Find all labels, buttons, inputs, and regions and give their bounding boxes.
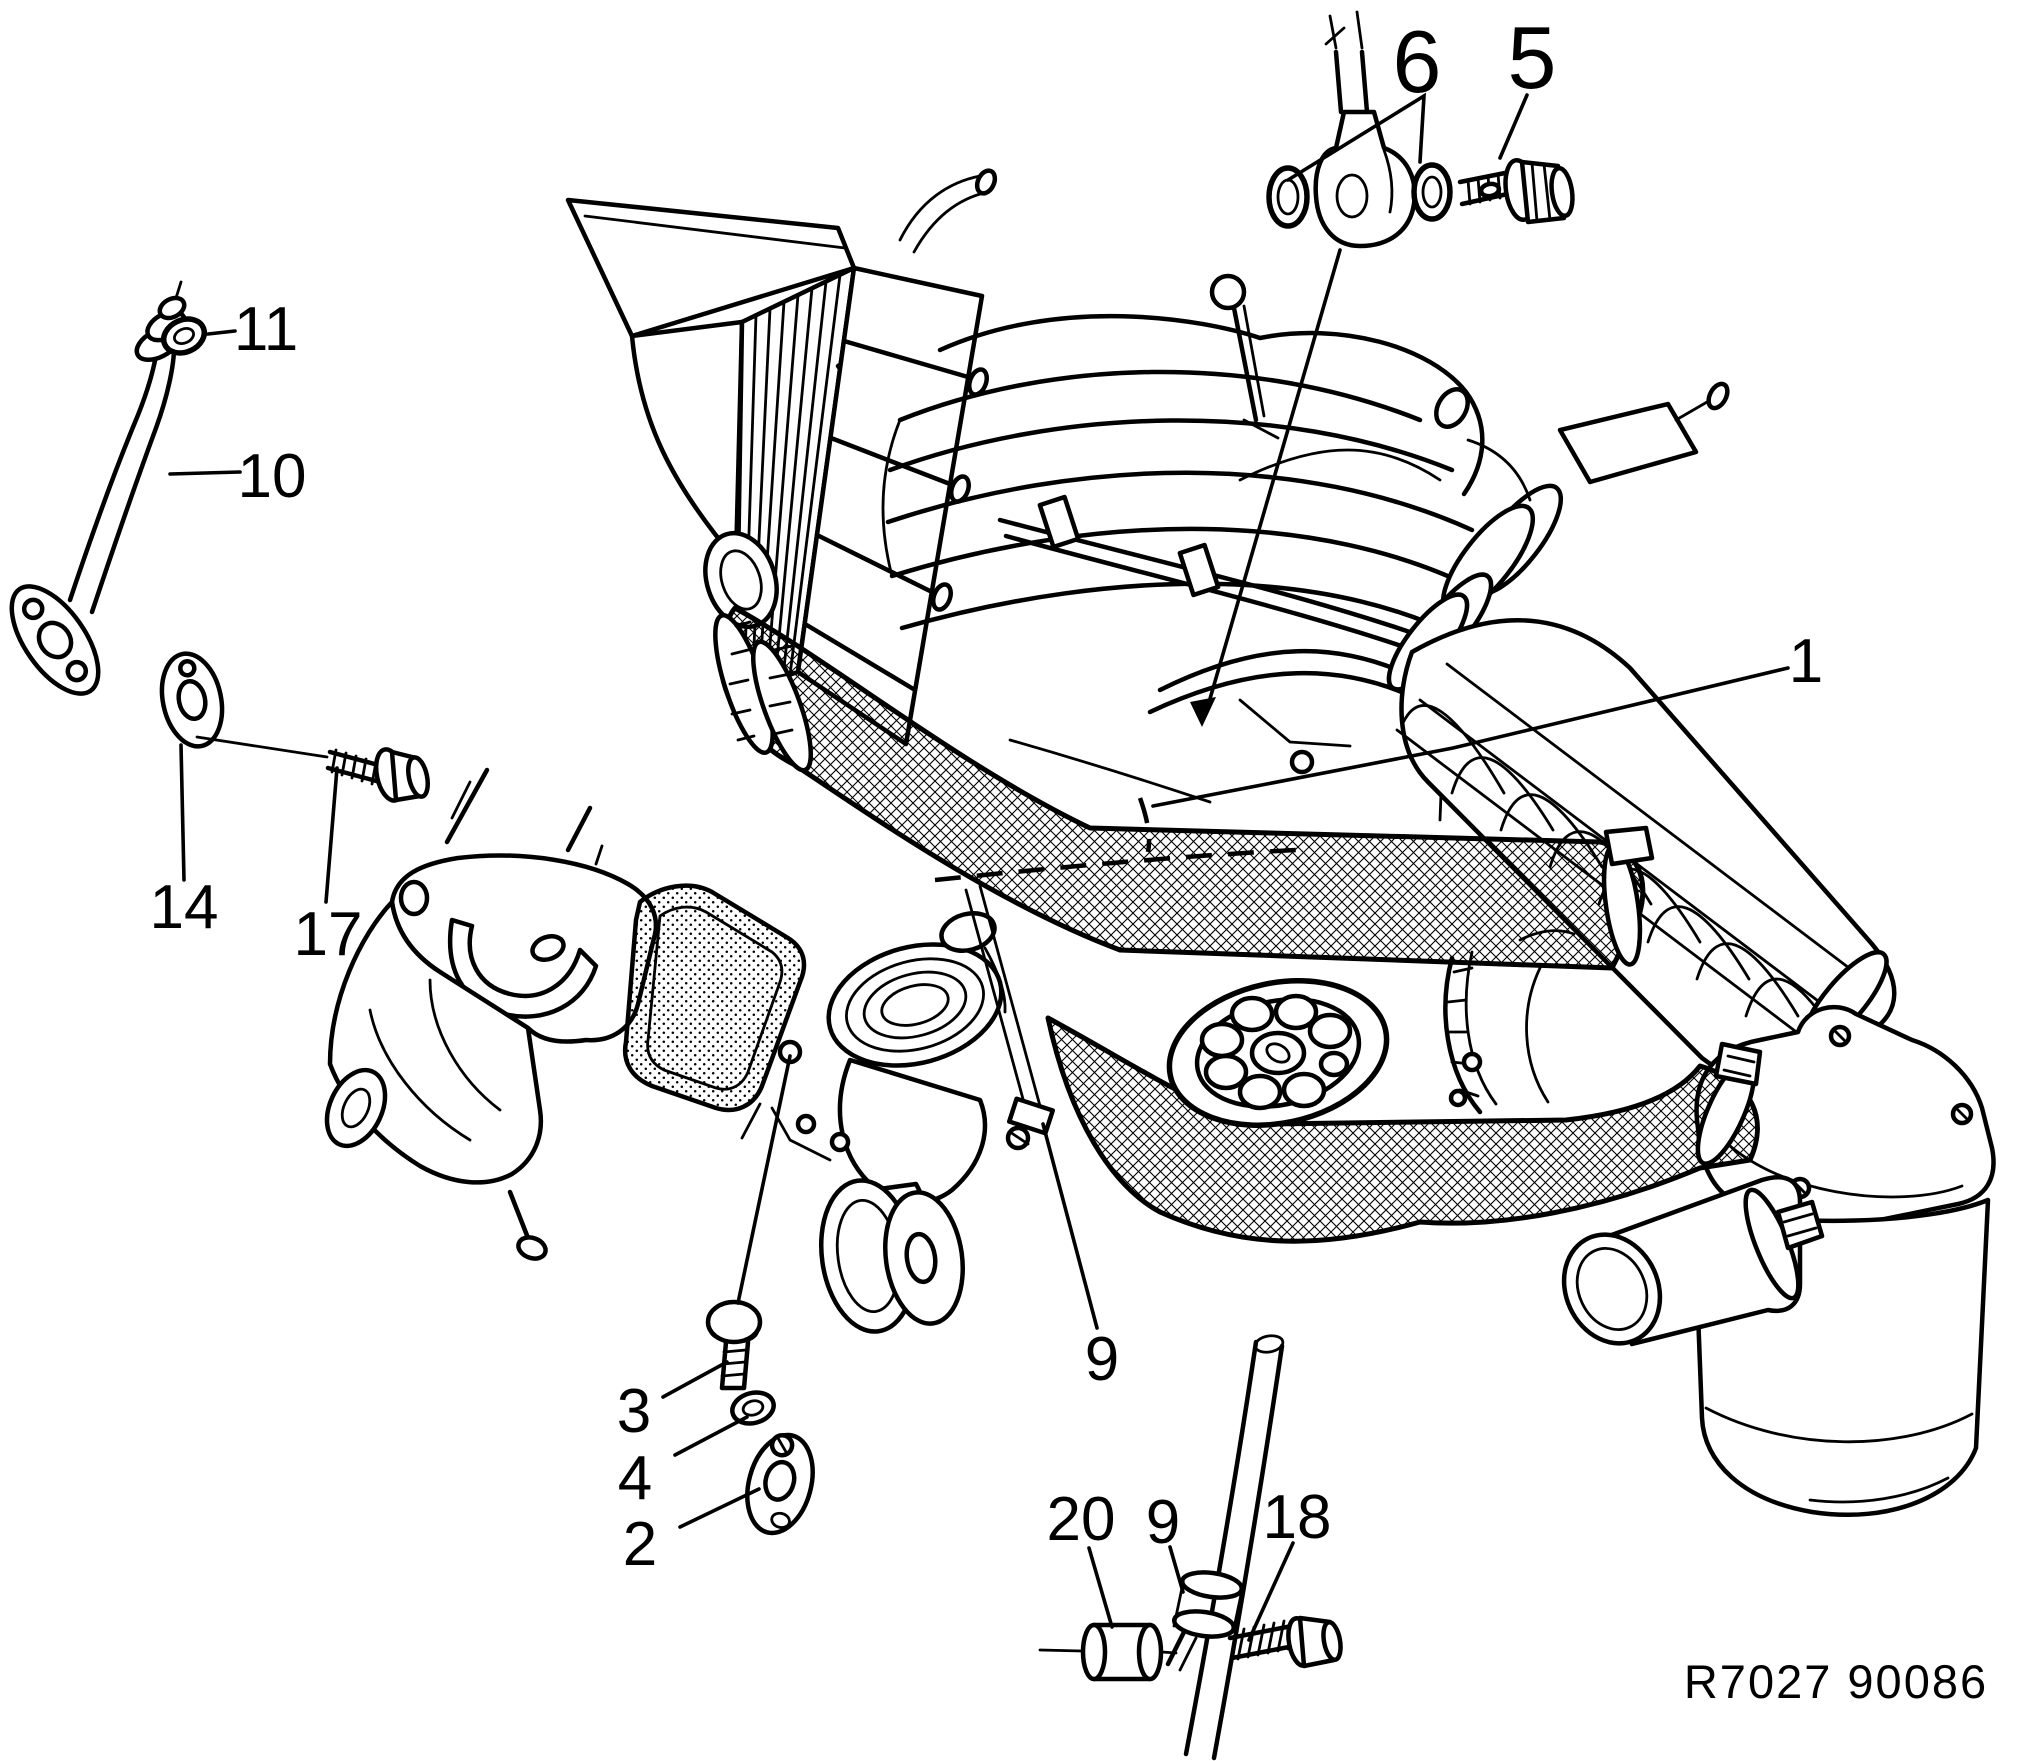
callout-4: 4 (618, 1444, 652, 1513)
callout-1: 1 (1789, 627, 1823, 696)
leader-9-bottom (1168, 1545, 1185, 1594)
gasket-part14 (159, 651, 225, 749)
leader-6-install (1203, 248, 1342, 718)
spark-plug-ladder (795, 168, 998, 747)
callout-14: 14 (150, 873, 219, 942)
flywheel (1166, 978, 1390, 1128)
bolt-part3 (705, 1299, 763, 1391)
callout-10: 10 (238, 442, 307, 511)
spacer-part20 (1038, 1622, 1178, 1682)
leader-6-arrowhead (1190, 697, 1216, 727)
callout-labels: 6 5 11 10 14 17 1 9 3 4 2 20 9 18 (150, 8, 1824, 1579)
pipe-clip-part9 (1165, 1570, 1245, 1672)
banjo-washer-left (1266, 165, 1310, 229)
callout-17: 17 (294, 900, 363, 969)
intercooler-hose-lower (1045, 1015, 1763, 1244)
turbocharger (622, 883, 1007, 1334)
air-cleaner-outlet-tube (1561, 1175, 1825, 1347)
callout-9-mid: 9 (1085, 1325, 1119, 1394)
fuel-injector (1037, 494, 1221, 598)
callout-9-bottom: 9 (1146, 1488, 1180, 1557)
leader-14 (179, 743, 186, 882)
callout-3: 3 (617, 1377, 651, 1446)
bolt-part18 (1227, 1615, 1343, 1669)
turbo-heat-shield (622, 883, 807, 1113)
leader-17-axis (195, 735, 329, 759)
o-ring-part11 (160, 316, 208, 356)
banjo-washer-right (1411, 162, 1453, 222)
oil-dipstick (1209, 273, 1280, 440)
callout-2: 2 (623, 1510, 657, 1579)
callout-11: 11 (234, 295, 298, 364)
air-cleaner-assembly (1561, 1004, 1996, 1517)
leader-4 (673, 1415, 749, 1457)
vent-pipe-bottom (1183, 1334, 1285, 1761)
reference-code: R7027 90086 (1684, 1655, 1988, 1708)
leader-2 (678, 1487, 761, 1529)
exhaust-manifold (324, 767, 659, 1261)
callout-18: 18 (1263, 1483, 1332, 1552)
bolt-part17 (325, 747, 430, 803)
leader-18 (1247, 1541, 1295, 1642)
leader-3 (661, 1360, 729, 1399)
leader-lines (168, 92, 1790, 1642)
leader-20 (1087, 1546, 1114, 1629)
intercooler-hose-upper (713, 605, 1655, 971)
washer-part4 (730, 1390, 776, 1426)
callout-5: 5 (1508, 8, 1557, 107)
leader-1 (1151, 666, 1790, 808)
clutch-bellhousing-edge (1443, 929, 1576, 1115)
leader-6 (1286, 92, 1427, 182)
callout-6: 6 (1393, 12, 1442, 111)
callout-20: 20 (1047, 1485, 1116, 1554)
oil-return-pipe-part10 (9, 280, 187, 696)
leader-9-mid (1041, 1122, 1099, 1330)
leader-5 (1498, 93, 1529, 160)
leader-17 (324, 766, 339, 904)
leader-10 (168, 470, 242, 476)
leader-11 (206, 329, 237, 336)
leader-3-long (736, 1054, 792, 1305)
gasket-part2 (745, 1432, 815, 1536)
banjo-bolt-part5 (1457, 157, 1575, 225)
